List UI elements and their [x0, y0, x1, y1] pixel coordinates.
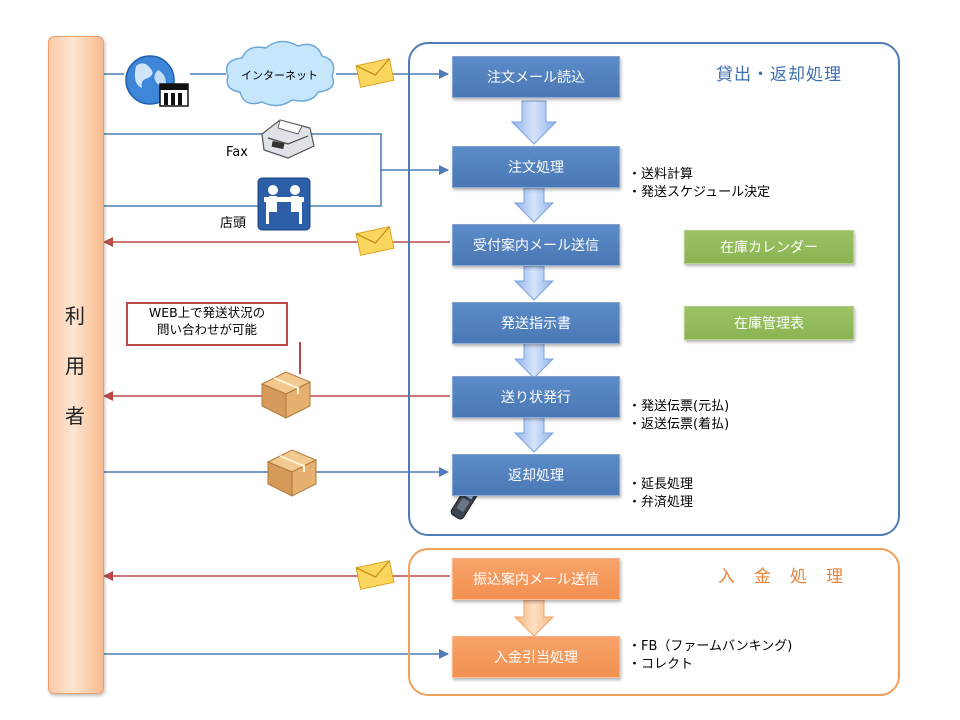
lending-group-box: [408, 42, 900, 536]
callout-line: WEB上で発送状況の: [148, 305, 266, 320]
envelope-icon: [355, 226, 395, 256]
user-label-char: 用: [65, 354, 85, 378]
fax-machine-icon: [261, 119, 315, 159]
payment-group-title: 入 金 処 理: [718, 567, 844, 587]
stock-calendar: 在庫カレンダー: [684, 230, 854, 264]
payment-group-box: [408, 548, 900, 696]
lending-group-title: 貸出・返却処理: [716, 65, 842, 85]
fax-line: [102, 133, 382, 172]
envelope-icon: [355, 58, 395, 88]
process-return: 返却処理: [452, 454, 620, 496]
package-box-icon: [266, 449, 318, 497]
process-label-issue: 送り状発行: [452, 376, 620, 418]
stock-management-table: 在庫管理表: [684, 306, 854, 340]
store-counter-icon: [257, 177, 311, 231]
down-arrow-icon: [513, 342, 555, 379]
process-deposit-match: 入金引当処理: [452, 636, 620, 678]
deposit-notes: ・FB（ファームバンキング) ・コレクト: [628, 639, 793, 672]
callout-line: 問い合わせが可能: [156, 322, 257, 337]
down-arrow-icon: [510, 100, 558, 145]
down-arrow-icon: [513, 265, 555, 301]
package-box-icon: [260, 371, 312, 419]
down-arrow-icon: [513, 599, 555, 637]
process-transfer-mail: 振込案内メール送信: [452, 558, 620, 600]
user-label-char: 者: [65, 404, 85, 428]
internet-label: インターネット: [241, 69, 318, 82]
envelope-icon: [355, 560, 395, 590]
process-ship-instruction: 発送指示書: [452, 302, 620, 344]
return-notes: ・延長処理 ・弁済処理: [628, 477, 694, 510]
user-label-char: 利: [65, 304, 85, 328]
order-notes: ・送料計算 ・発送スケジュール決定: [628, 167, 771, 200]
store-label: 店頭: [220, 216, 247, 231]
down-arrow-icon: [513, 187, 555, 223]
globe-shop-icon: [125, 55, 189, 107]
process-accept-mail: 受付案内メール送信: [452, 224, 620, 266]
process-order: 注文処理: [452, 146, 620, 188]
cloud-icon: [225, 40, 335, 107]
tracking-callout: WEB上で発送状況の 問い合わせが可能: [126, 302, 288, 346]
label-notes: ・発送伝票(元払) ・返送伝票(着払): [628, 399, 730, 432]
fax-label: Fax: [226, 145, 248, 160]
process-order-mail: 注文メール読込: [452, 56, 620, 98]
down-arrow-icon: [513, 416, 555, 453]
store-line: [102, 165, 449, 207]
user-bar: [48, 36, 104, 694]
